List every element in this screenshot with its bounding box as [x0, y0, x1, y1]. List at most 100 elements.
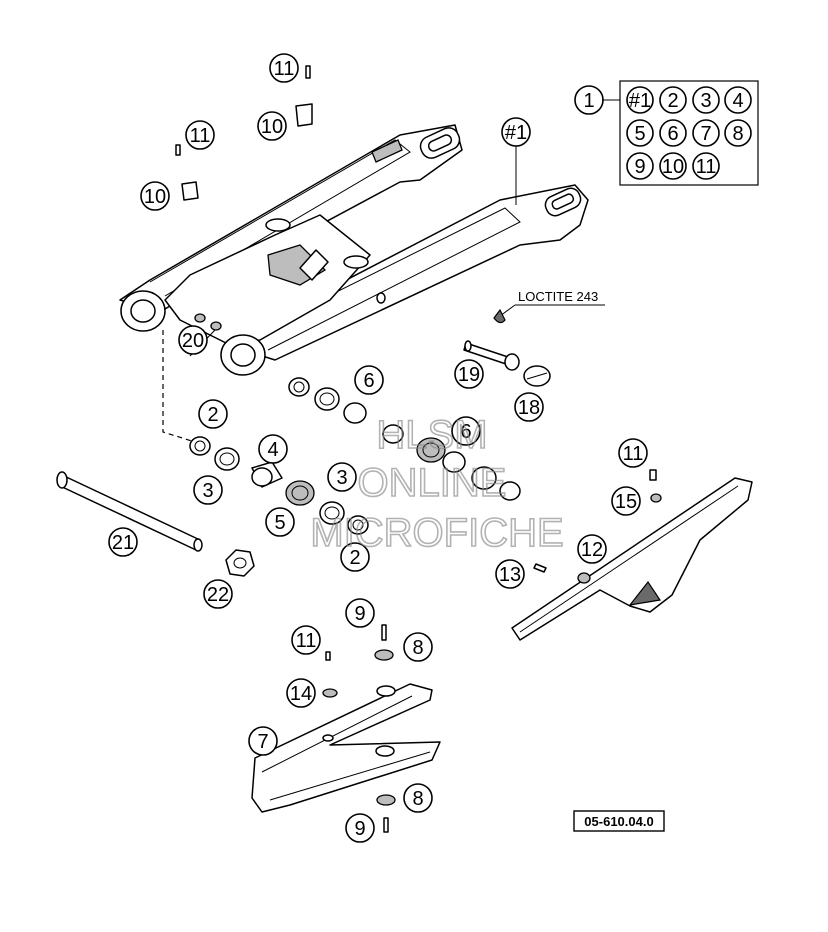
kit-item-5-label: 5 [634, 123, 645, 145]
callout-c18: 18 [514, 392, 544, 422]
callout-c8a-label: 8 [412, 637, 423, 659]
kit-item-1-label: #1 [629, 90, 651, 112]
callout-c8a: 8 [403, 632, 433, 662]
kit-item-10-circle [659, 152, 687, 180]
callout-c11b: 11 [185, 120, 215, 150]
kit-item-9: 9 [626, 152, 654, 180]
kit-item-10-label: 10 [662, 156, 684, 178]
kit-item-1-circle [626, 86, 654, 114]
callout-c1h-label: #1 [505, 122, 527, 144]
kit-item-10: 10 [659, 152, 687, 180]
callout-c10a-label: 10 [261, 116, 283, 138]
callout-c10a: 10 [257, 111, 287, 141]
kit-item-8-label: 8 [732, 123, 743, 145]
kit-item-6-circle [659, 119, 687, 147]
figure-code-text: 05-610.04.0 [584, 814, 653, 829]
callout-c1h: #1 [501, 117, 531, 147]
callout-c5: 5 [265, 507, 295, 537]
callout-c14-label: 14 [290, 683, 312, 705]
callout-c13-circle [495, 559, 525, 589]
kit-item-2-label: 2 [667, 90, 678, 112]
callout-c10b-label: 10 [144, 186, 166, 208]
callout-c9a-label: 9 [354, 603, 365, 625]
kit-item-4-label: 4 [732, 90, 743, 112]
loctite-note: LOCTITE 243 [518, 289, 598, 304]
callout-c18-circle [514, 392, 544, 422]
callout-c20: 20 [178, 325, 208, 355]
callout-c22: 22 [203, 579, 233, 609]
callout-c11b-circle [185, 120, 215, 150]
callout-c22-circle [203, 579, 233, 609]
callout-c20-label: 20 [182, 330, 204, 352]
callout-c12: 12 [577, 534, 607, 564]
callout-c3b-circle [327, 462, 357, 492]
kit-item-4: 4 [724, 86, 752, 114]
callout-c3a: 3 [193, 475, 223, 505]
kit-item-4-circle [724, 86, 752, 114]
callout-c7-circle [248, 726, 278, 756]
callout-c15-label: 15 [615, 491, 637, 513]
bolt-19 [463, 340, 520, 371]
callout-c13: 13 [495, 559, 525, 589]
kit-item-6: 6 [659, 119, 687, 147]
kit-item-2: 2 [659, 86, 687, 114]
chain-slider-7 [251, 683, 441, 813]
pivot-bearings [189, 377, 521, 535]
callout-kit-1: 1 [574, 85, 604, 115]
nut-22 [225, 549, 255, 577]
callout-c4-label: 4 [267, 439, 278, 461]
callout-c9b-label: 9 [354, 818, 365, 840]
kit-item-3: 3 [692, 86, 720, 114]
kit-item-7: 7 [692, 119, 720, 147]
callout-c9a-circle [345, 598, 375, 628]
kit-item-7-circle [692, 119, 720, 147]
callout-c3b: 3 [327, 462, 357, 492]
callout-c9b-circle [345, 813, 375, 843]
callout-c18-label: 18 [518, 397, 540, 419]
kit-item-11-label: 11 [696, 156, 717, 178]
callout-c11c-label: 11 [623, 443, 644, 465]
callout-c8b-circle [403, 783, 433, 813]
callout-c2a-circle [198, 399, 228, 429]
callout-c21: 21 [108, 527, 138, 557]
callout-c19-circle [454, 359, 484, 389]
callout-c14: 14 [286, 678, 316, 708]
callout-c21-circle [108, 527, 138, 557]
callout-c11a: 11 [269, 53, 299, 83]
callout-c11a-circle [269, 53, 299, 83]
kit-item-2-circle [659, 86, 687, 114]
callout-c14-circle [286, 678, 316, 708]
kit-item-9-circle [626, 152, 654, 180]
callout-c3a-label: 3 [202, 480, 213, 502]
callout-c10a-circle [257, 111, 287, 141]
watermark-line-3: MICROFICHE [310, 511, 563, 555]
callout-c11c: 11 [618, 438, 648, 468]
callout-c11a-label: 11 [274, 58, 295, 80]
kit-item-8-circle [724, 119, 752, 147]
kit-item-9-label: 9 [634, 156, 645, 178]
callout-c11b-label: 11 [190, 125, 211, 147]
kit-item-3-circle [692, 86, 720, 114]
callout-c11d: 11 [291, 625, 321, 655]
callout-c2b-circle [340, 542, 370, 572]
callout-c3b-label: 3 [336, 467, 347, 489]
kit-item-1: #1 [626, 86, 654, 114]
callout-c3a-circle [193, 475, 223, 505]
swingarm [119, 124, 589, 376]
callout-c2a: 2 [198, 399, 228, 429]
callout-c7-label: 7 [257, 731, 268, 753]
callout-c10b: 10 [140, 181, 170, 211]
callout-c11d-circle [291, 625, 321, 655]
callout-c1h-circle [501, 117, 531, 147]
callout-c6b: 6 [451, 416, 481, 446]
callout-c9b: 9 [345, 813, 375, 843]
callout-c4: 4 [258, 434, 288, 464]
callout-c12-circle [577, 534, 607, 564]
callout-c15-circle [611, 486, 641, 516]
kit-item-5: 5 [626, 119, 654, 147]
callout-c5-circle [265, 507, 295, 537]
kit-item-5-circle [626, 119, 654, 147]
